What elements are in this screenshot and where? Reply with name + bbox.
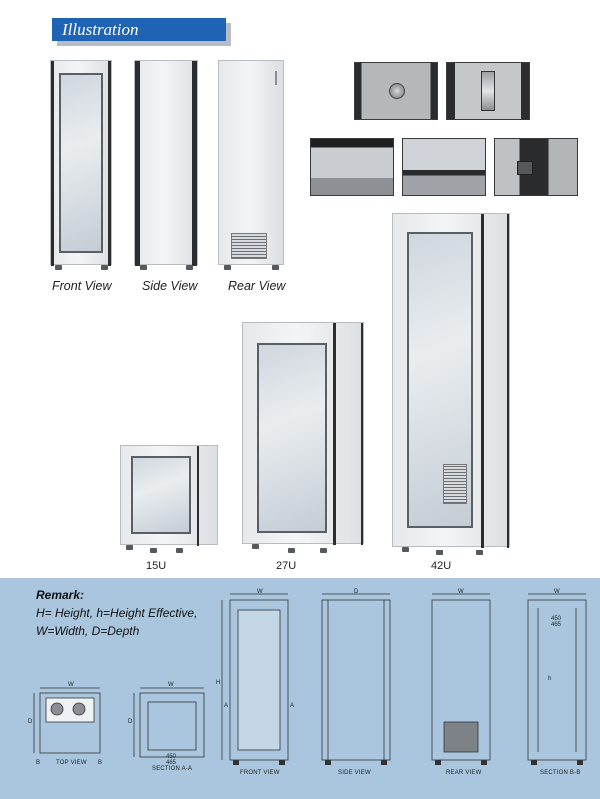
- caption-rear-view: Rear View: [228, 279, 286, 293]
- dim-w-section-aa: W: [168, 682, 174, 688]
- dim-d-side: D: [354, 589, 359, 595]
- label-section-aa: SECTION A-A: [152, 766, 193, 772]
- cabinet-front-glass: [59, 73, 103, 253]
- label-front-view: FRONT VIEW: [240, 770, 280, 776]
- caption-front-view: Front View: [52, 279, 112, 293]
- detail-photo-lock-handle: [446, 62, 530, 120]
- cabinet-side-view: [134, 60, 198, 266]
- fan-icon-2: [72, 702, 86, 716]
- label-section-bb: SECTION B-B: [540, 770, 581, 776]
- section-aa-outline: [139, 692, 205, 758]
- round-lock-icon: [389, 83, 405, 99]
- top-view-outline: [39, 692, 101, 754]
- cabinet-front-view: [50, 60, 112, 266]
- dim-465-bb: 465: [551, 622, 562, 628]
- dim-b-right: B: [98, 760, 103, 766]
- section-header: Illustration: [52, 18, 231, 46]
- cabinet-27u-glass: [257, 343, 327, 533]
- technical-drawings: [33, 593, 587, 765]
- detail-photo-lock-round: [354, 62, 438, 120]
- rear-vent-drawing: [443, 721, 479, 753]
- dim-d-section-aa: D: [128, 719, 133, 725]
- remark-line-1: H= Height, h=Height Effective,: [36, 606, 198, 620]
- label-rear-view: REAR VIEW: [446, 770, 482, 776]
- cabinet-42u-vent: [443, 464, 467, 504]
- side-view-outline: [321, 599, 391, 761]
- cabinet-15u: [120, 445, 218, 546]
- dim-h-small-bb: h: [548, 676, 552, 682]
- dim-h-front: H: [216, 680, 221, 686]
- dim-450-aa: 450: [166, 754, 177, 760]
- hinge-icon: [517, 161, 533, 175]
- caption-side-view: Side View: [142, 279, 198, 293]
- dim-a-front-right: A: [290, 703, 295, 709]
- detail-photo-top-interior: [310, 138, 394, 196]
- cabinet-42u: [392, 213, 510, 548]
- cabinet-15u-glass: [131, 456, 191, 534]
- remark-title: Remark:: [36, 588, 85, 602]
- size-label-15u: 15U: [146, 560, 167, 572]
- section-bb-outline: [527, 599, 587, 761]
- dim-450-bb: 450: [551, 616, 562, 622]
- label-side-view: SIDE VIEW: [338, 770, 371, 776]
- dim-w-rear: W: [458, 589, 464, 595]
- dim-465-aa: 465: [166, 760, 177, 766]
- front-view-outline: [229, 599, 289, 761]
- dim-w-front: W: [257, 589, 263, 595]
- dim-w-top: W: [68, 682, 74, 688]
- dim-d-top: D: [28, 719, 33, 725]
- detail-photo-bottom-interior: [402, 138, 486, 196]
- handle-lock-icon: [481, 71, 495, 111]
- rear-view-outline: [431, 599, 491, 761]
- rear-vent: [231, 233, 267, 259]
- remark-panel: [0, 578, 600, 799]
- dim-b-left: B: [36, 760, 41, 766]
- cabinet-27u: [242, 322, 364, 545]
- dim-a-front-left: A: [224, 703, 229, 709]
- size-label-27u: 27U: [276, 560, 297, 572]
- header-title: Illustration: [52, 18, 226, 41]
- dim-w-section-bb: W: [554, 589, 560, 595]
- remark-line-2: W=Width, D=Depth: [36, 624, 140, 638]
- label-top-view: TOP VIEW: [56, 760, 87, 766]
- size-label-42u: 42U: [431, 560, 452, 572]
- fan-icon: [50, 702, 64, 716]
- cabinet-rear-view: [218, 60, 284, 265]
- detail-photo-hinge: [494, 138, 578, 196]
